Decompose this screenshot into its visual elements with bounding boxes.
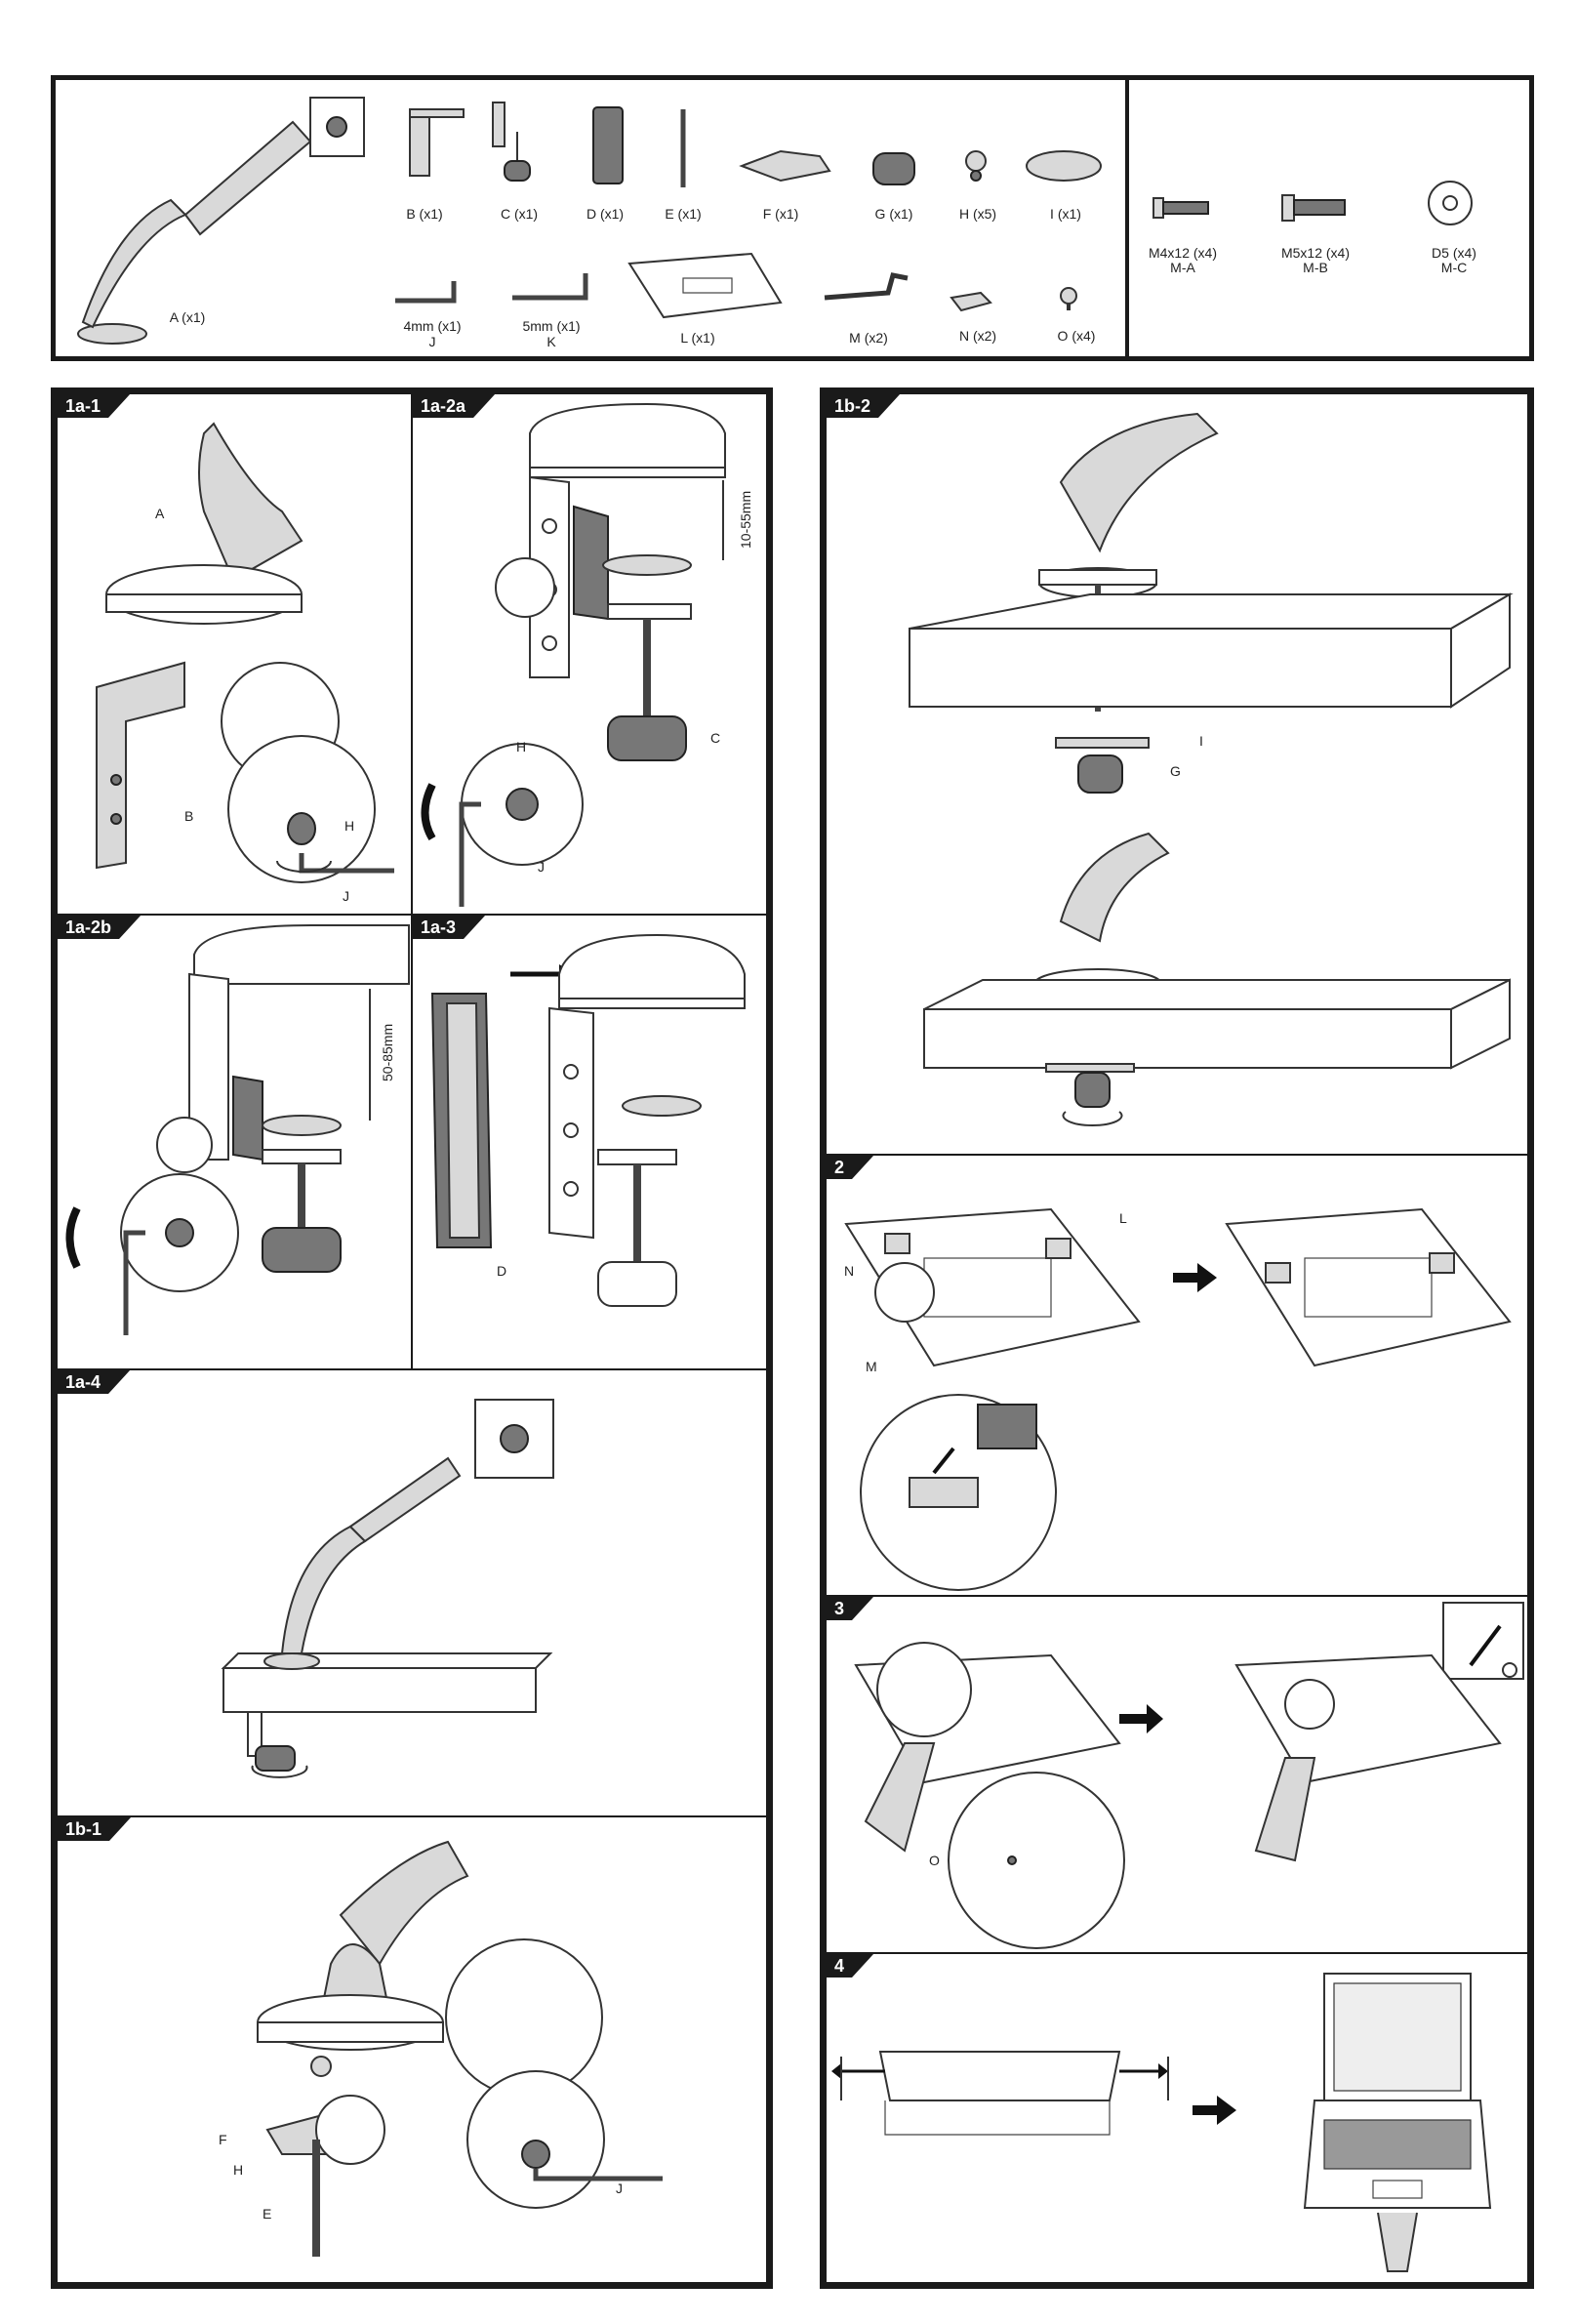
callout-b: B: [184, 808, 193, 824]
step-1a-2b-drawing: [58, 916, 413, 1370]
step-4-cell: 4: [825, 1952, 1529, 2284]
callout-m: M: [866, 1359, 877, 1374]
screw-m-b: [1282, 195, 1345, 221]
dim-range-b: 50-85mm: [380, 1024, 395, 1081]
part-b-bracket: [410, 109, 464, 176]
part-d-label: D (x1): [586, 206, 624, 222]
part-c-label: C (x1): [501, 206, 538, 222]
part-f-plate: [742, 151, 829, 181]
part-h-label: H (x5): [959, 206, 996, 222]
part-g-knob: [873, 153, 914, 184]
step-1b-1-drawing: [58, 1817, 768, 2284]
part-n-label: N (x2): [959, 328, 996, 344]
screw-mc-size: D5 (x4): [1432, 245, 1476, 261]
screw-mc-label: M-C: [1441, 260, 1467, 275]
part-i-label: I (x1): [1050, 206, 1081, 222]
callout-o: O: [929, 1853, 940, 1868]
part-a-label: A (x1): [170, 309, 206, 325]
part-j-size: 4mm (x1): [403, 318, 461, 334]
part-j-wrench: [395, 281, 454, 301]
step-1a-2b-cell: 1a-2b 50-85mm: [56, 914, 413, 1370]
part-j-label: J: [429, 334, 436, 349]
step-1a-2a-cell: 1a-2a H C J 10-55mm: [411, 392, 768, 916]
callout-a: A: [155, 506, 164, 521]
step-1a-3-cell: 1a-3 D: [411, 914, 768, 1370]
step-1b-2-cell: 1b-2 I G: [825, 392, 1529, 1156]
step-1a-4-drawing: [58, 1370, 768, 1817]
part-k-wrench: [512, 273, 586, 298]
callout-h-1b: H: [233, 2162, 243, 2178]
part-k-size: 5mm (x1): [522, 318, 580, 334]
part-e-label: E (x1): [665, 206, 701, 222]
step-2-cell: 2 L N M: [825, 1154, 1529, 1597]
step-1a-4-cell: 1a-4: [56, 1368, 768, 1817]
part-l-tray: [629, 254, 781, 317]
callout-c: C: [710, 730, 720, 746]
step-1a-1-drawing: [58, 394, 413, 916]
part-d-cover: [593, 107, 623, 183]
screw-ma-size: M4x12 (x4): [1149, 245, 1217, 261]
callout-e: E: [263, 2206, 271, 2222]
step-3-drawing: [827, 1597, 1529, 1954]
part-k-label: K: [546, 334, 555, 349]
part-g-label: G (x1): [875, 206, 913, 222]
part-b-label: B (x1): [406, 206, 442, 222]
step-3-cell: 3 O: [825, 1595, 1529, 1954]
step-1a-3-drawing: [413, 916, 768, 1370]
step-1a-1-cell: 1a-1 A B H J: [56, 392, 413, 916]
callout-h: H: [344, 818, 354, 834]
part-o-label: O (x4): [1058, 328, 1096, 344]
screw-m-a: [1153, 198, 1208, 218]
washer-m-c: [1429, 182, 1472, 224]
part-f-label: F (x1): [763, 206, 799, 222]
step-1a-2a-drawing: [413, 394, 768, 916]
callout-n: N: [844, 1263, 854, 1279]
part-h-screw: [966, 151, 986, 181]
parts-illustrations: [0, 0, 1577, 371]
dim-range-a: 10-55mm: [738, 491, 753, 549]
callout-g: G: [1170, 763, 1181, 779]
part-n-pad: [951, 293, 991, 310]
screw-mb-size: M5x12 (x4): [1281, 245, 1350, 261]
step-2-drawing: [827, 1156, 1529, 1597]
callout-d: D: [497, 1263, 506, 1279]
part-o-screw: [1061, 288, 1076, 310]
part-m-label: M (x2): [849, 330, 888, 346]
part-c-clamp: [493, 102, 530, 181]
callout-l: L: [1119, 1210, 1127, 1226]
callout-j-1b: J: [616, 2181, 623, 2196]
callout-h-2a: H: [516, 739, 526, 754]
callout-j: J: [343, 888, 349, 904]
step-1b-1-cell: 1b-1 F H E J: [56, 1815, 768, 2284]
screw-mb-label: M-B: [1303, 260, 1328, 275]
part-l-label: L (x1): [680, 330, 714, 346]
screw-ma-label: M-A: [1170, 260, 1195, 275]
callout-i: I: [1199, 733, 1203, 749]
part-m-hooks: [825, 275, 908, 298]
callout-j-2a: J: [538, 859, 545, 875]
callout-f: F: [219, 2132, 227, 2147]
step-4-drawing: [827, 1954, 1529, 2284]
part-i-washer: [1027, 151, 1101, 181]
part-a-arm: [78, 98, 364, 344]
